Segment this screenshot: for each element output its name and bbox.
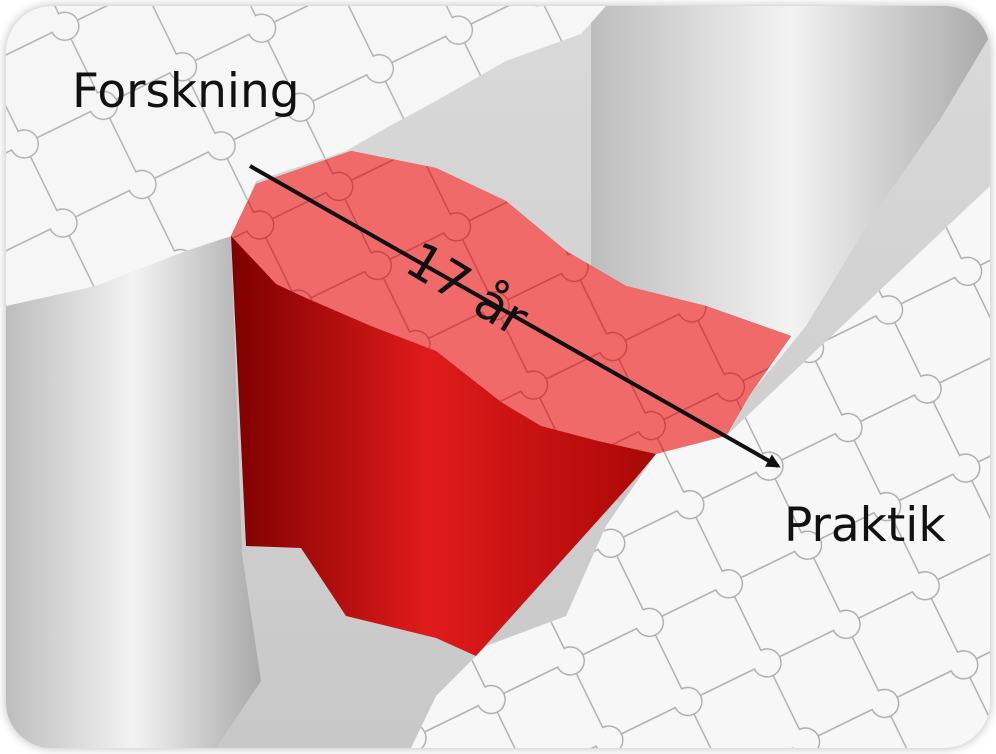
practice-puzzle-pattern [411, 186, 990, 748]
time-arrow [249, 164, 781, 468]
image-frame: Forskning 17 år Praktik [6, 6, 990, 748]
puzzle-gap-illustration [6, 6, 990, 748]
red-puzzle-pattern [231, 151, 791, 454]
research-label: Forskning [72, 64, 300, 119]
left-gap-wall [6, 236, 261, 748]
research-puzzle-pattern [6, 6, 606, 306]
practice-label: Praktik [784, 498, 946, 553]
